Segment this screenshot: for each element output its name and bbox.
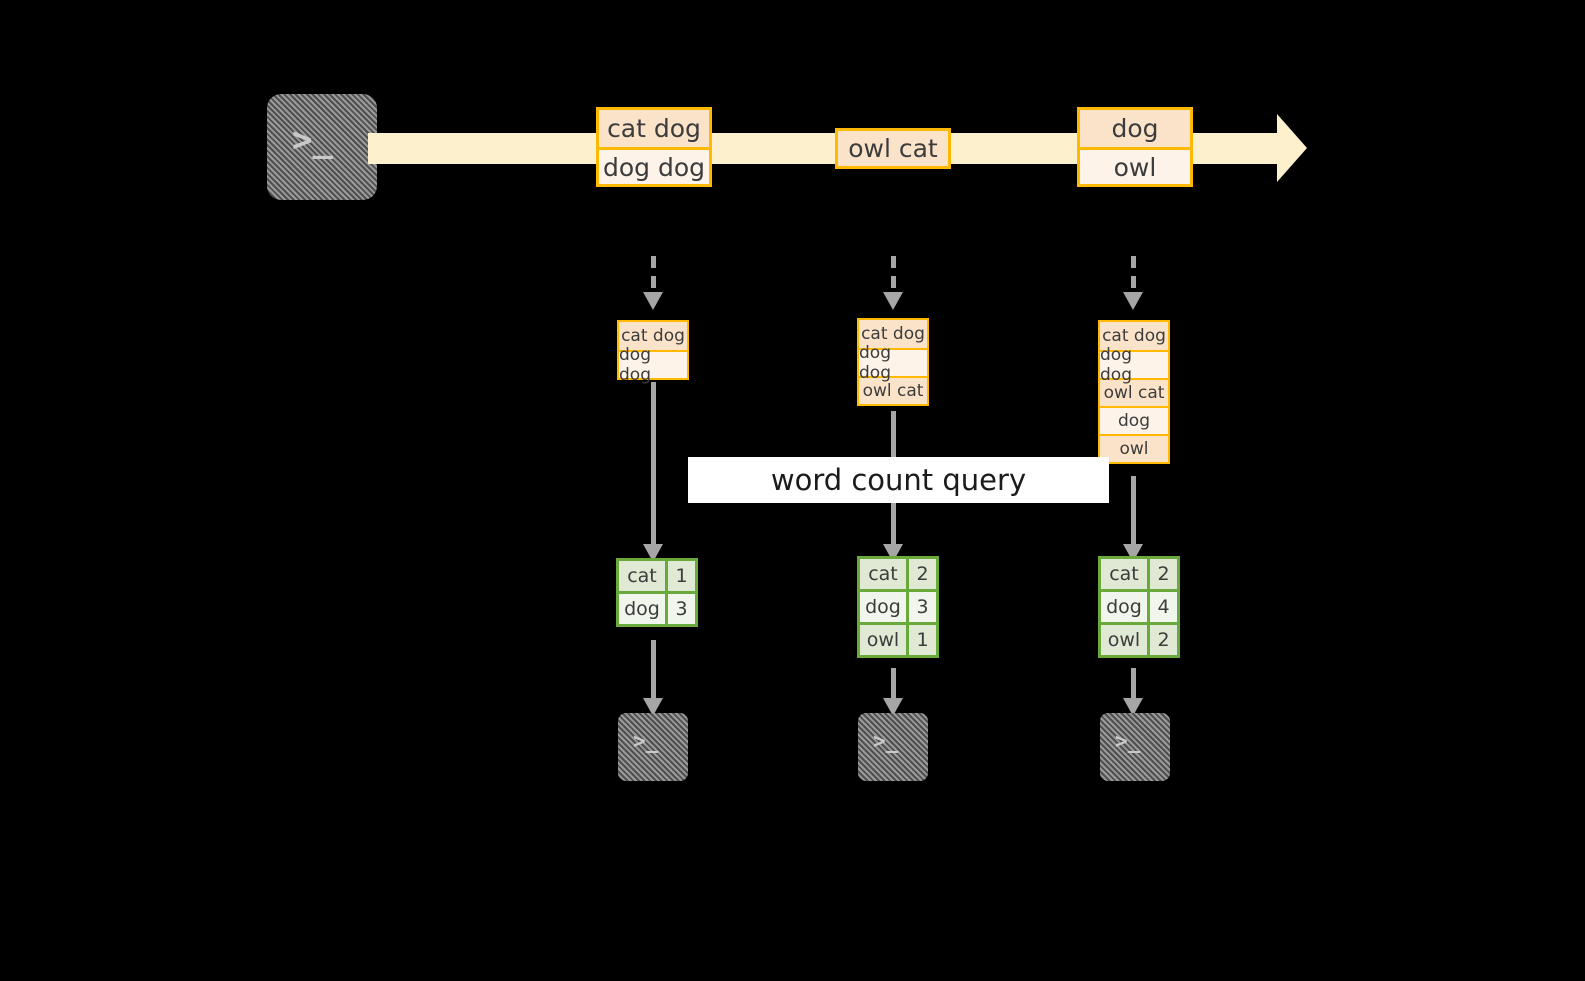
stream-batch-3-line-1: dog <box>1080 110 1190 147</box>
sink-terminal-2-icon: >_ <box>858 713 928 781</box>
state-3-line-1: cat dog <box>1100 322 1168 350</box>
terminal-prompt-glyph: >_ <box>1115 729 1141 753</box>
result-3-row-1: cat 2 <box>1101 559 1177 589</box>
result-3-word-2: dog <box>1101 592 1147 622</box>
result-2-count-2: 3 <box>906 592 936 622</box>
source-terminal-icon: >_ <box>267 94 377 200</box>
result-2-count-3: 1 <box>906 625 936 655</box>
result-1-row-2: dog 3 <box>619 591 695 624</box>
state-2-line-2: dog dog <box>859 343 927 383</box>
result-2-row-1: cat 2 <box>860 559 936 589</box>
terminal-prompt-glyph: >_ <box>633 729 659 753</box>
result-2-row-2: dog 3 <box>860 589 936 622</box>
state-2-line-1: cat dog <box>859 320 927 348</box>
sink-terminal-1-icon: >_ <box>618 713 688 781</box>
result-1-count-1: 1 <box>665 561 695 591</box>
result-3-row-3: owl 2 <box>1101 622 1177 655</box>
result-1-count-2: 3 <box>665 594 695 624</box>
state-3-line-3: owl cat <box>1100 378 1168 406</box>
stream-batch-2[interactable]: owl cat <box>835 128 951 169</box>
result-2-word-2: dog <box>860 592 906 622</box>
stream-batch-1-line-2: dog dog <box>599 147 709 184</box>
stream-arrowhead-icon <box>1277 114 1307 182</box>
stream-batch-3-line-2: owl <box>1080 147 1190 184</box>
result-3[interactable]: cat 2 dog 4 owl 2 <box>1098 556 1180 658</box>
result-2-count-1: 2 <box>906 559 936 589</box>
result-2-word-1: cat <box>860 559 906 589</box>
result-3-word-3: owl <box>1101 625 1147 655</box>
state-2-line-3: owl cat <box>859 376 927 404</box>
result-3-count-3: 2 <box>1147 625 1177 655</box>
result-3-row-2: dog 4 <box>1101 589 1177 622</box>
terminal-prompt-glyph: >_ <box>873 729 899 753</box>
result-1[interactable]: cat 1 dog 3 <box>616 558 698 627</box>
result-2-row-3: owl 1 <box>860 622 936 655</box>
state-3[interactable]: cat dog dog dog owl cat dog owl <box>1098 320 1170 464</box>
state-1-line-2: dog dog <box>619 345 687 385</box>
result-3-count-2: 4 <box>1147 592 1177 622</box>
sink-terminal-3-icon: >_ <box>1100 713 1170 781</box>
state-3-line-2: dog dog <box>1100 345 1168 385</box>
result-2-word-3: owl <box>860 625 906 655</box>
stream-batch-1[interactable]: cat dog dog dog <box>596 107 712 187</box>
state-1-line-1: cat dog <box>619 322 687 350</box>
state-3-line-4: dog <box>1100 406 1168 434</box>
result-3-count-1: 2 <box>1147 559 1177 589</box>
query-banner: word count query <box>688 457 1109 503</box>
result-3-word-1: cat <box>1101 559 1147 589</box>
stream-batch-1-line-1: cat dog <box>599 110 709 147</box>
stream-batch-3[interactable]: dog owl <box>1077 107 1193 187</box>
state-1[interactable]: cat dog dog dog <box>617 320 689 385</box>
terminal-prompt-glyph: >_ <box>292 120 333 160</box>
stream-batch-2-line-1: owl cat <box>838 131 948 166</box>
result-1-word-2: dog <box>619 594 665 624</box>
result-1-word-1: cat <box>619 561 665 591</box>
result-2[interactable]: cat 2 dog 3 owl 1 <box>857 556 939 658</box>
query-label: word count query <box>770 463 1027 497</box>
state-2[interactable]: cat dog dog dog owl cat <box>857 318 929 406</box>
state-3-line-5: owl <box>1100 434 1168 462</box>
result-1-row-1: cat 1 <box>619 561 695 591</box>
